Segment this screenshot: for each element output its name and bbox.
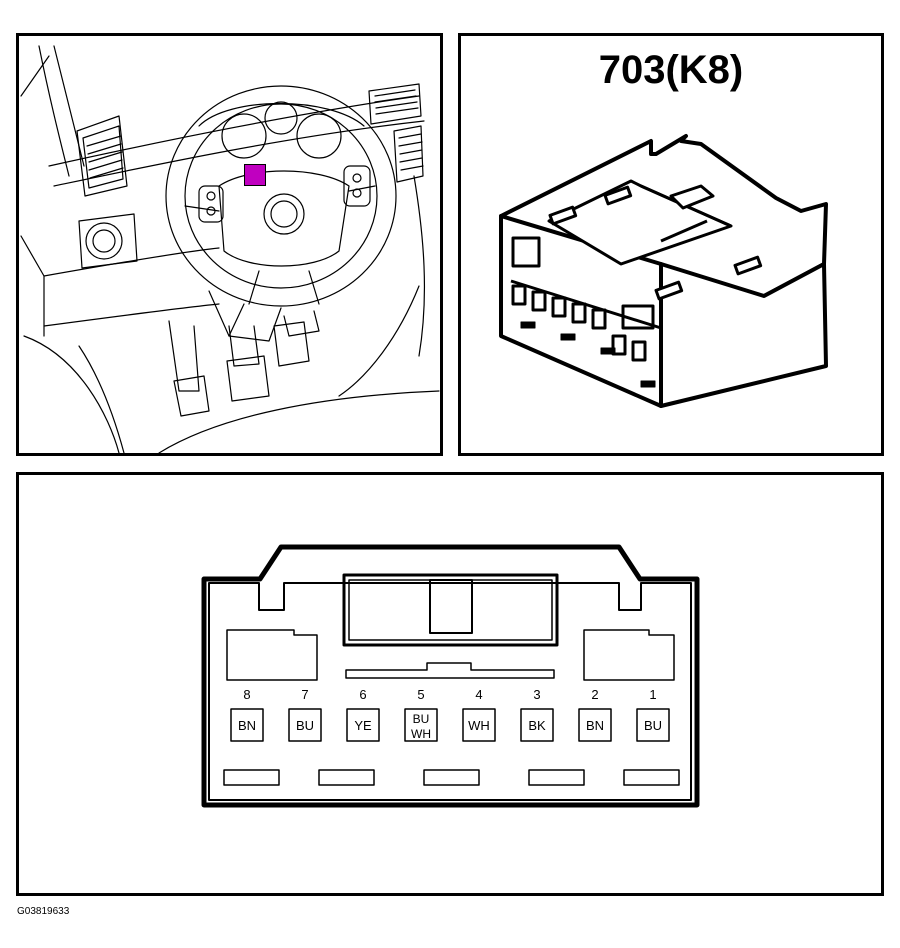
pin-number-1: 1 xyxy=(649,687,656,702)
connector-title: 703(K8) xyxy=(598,48,744,92)
pin-number-3: 3 xyxy=(533,687,540,702)
pin-wire-color-7: BU xyxy=(296,718,314,733)
pin-number-8: 8 xyxy=(243,687,250,702)
highlighted-connector-marker xyxy=(244,164,266,186)
pin-5: 5 BU WH xyxy=(404,687,438,742)
pin-wire-color-5-stripe: WH xyxy=(411,727,431,741)
location-illustration-panel xyxy=(16,33,443,456)
pin-wire-color-1: BU xyxy=(644,718,662,733)
pin-wire-color-3: BK xyxy=(528,718,546,733)
figure-id: G03819633 xyxy=(17,906,70,917)
pin-number-2: 2 xyxy=(591,687,598,702)
pin-wire-color-5-primary: BU xyxy=(413,712,430,726)
pin-number-4: 4 xyxy=(475,687,482,702)
pin-number-5: 5 xyxy=(417,687,424,702)
pin-2: 2 BN xyxy=(578,687,612,742)
pin-3: 3 BK xyxy=(520,687,554,742)
connector-view-panel: 703(K8) xyxy=(458,33,884,456)
pin-7: 7 BU xyxy=(288,687,322,742)
pinout-panel: 8 BN 7 BU 6 YE 5 BU WH 4 WH 3 BK xyxy=(16,472,884,896)
dashboard-illustration xyxy=(20,45,440,453)
pin-4: 4 WH xyxy=(462,687,496,742)
pin-8: 8 BN xyxy=(230,687,264,742)
pin-wire-color-2: BN xyxy=(586,718,604,733)
pin-wire-color-6: YE xyxy=(354,718,372,733)
connector-3d-drawing xyxy=(499,134,828,408)
pin-6: 6 YE xyxy=(346,687,380,742)
pin-wire-color-8: BN xyxy=(238,718,256,733)
pin-wire-color-4: WH xyxy=(468,718,490,733)
pin-number-6: 6 xyxy=(359,687,366,702)
pin-1: 1 BU xyxy=(636,687,670,742)
pin-number-7: 7 xyxy=(301,687,308,702)
connector-face-drawing: 8 BN 7 BU 6 YE 5 BU WH 4 WH 3 BK xyxy=(201,544,700,808)
